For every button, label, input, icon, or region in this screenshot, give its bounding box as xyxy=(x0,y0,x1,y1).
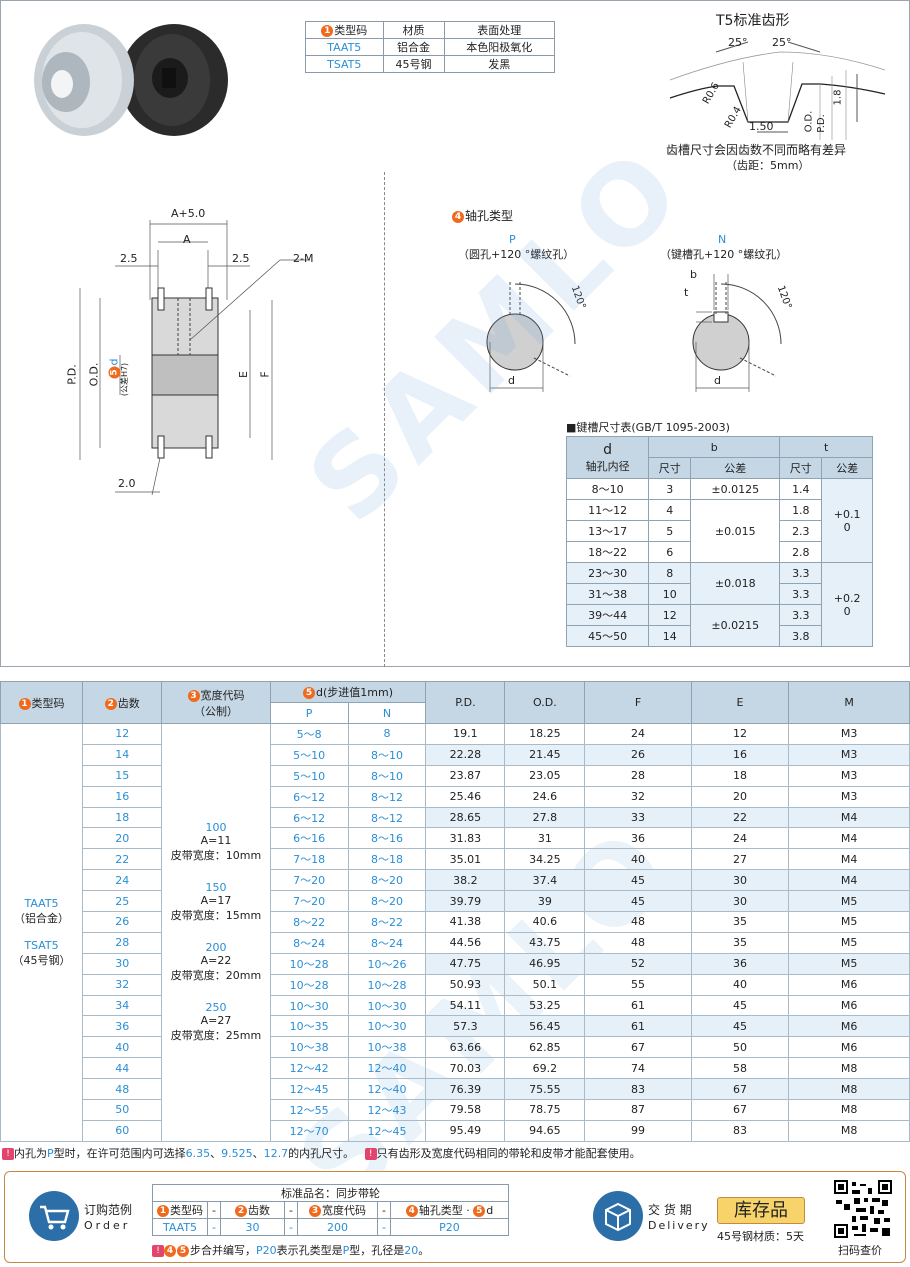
type-code-cell: TAAT5（铝合金）TSAT5（45号钢） xyxy=(0,723,84,1142)
bore-n-drawing xyxy=(692,274,782,392)
bore-p-drawing xyxy=(486,282,576,392)
col-material: 材质 xyxy=(382,21,445,39)
dim-right-2-5: 2.5 xyxy=(232,252,250,265)
qr-code-icon[interactable] xyxy=(834,1180,892,1238)
tooth-angle-left: 25° xyxy=(728,36,748,49)
bore-n-code: N xyxy=(718,233,727,246)
table-row: 45～50 14 3.8 xyxy=(565,625,873,647)
table-row: TSAT5 45号钢 发黑 xyxy=(305,55,555,73)
table-row: 31～38 10 3.3 xyxy=(565,583,873,605)
tooth-title: T5标准齿形 xyxy=(716,13,790,29)
order-title-en: Order xyxy=(84,1219,131,1232)
dim-left-2-5: 2.5 xyxy=(120,252,138,265)
bore-n-b: b xyxy=(690,268,697,281)
qr-label: 扫码查价 xyxy=(838,1244,882,1257)
tooth-pitch-note: （齿距：5mm） xyxy=(726,159,810,172)
tooth-od: O.D. xyxy=(803,110,815,133)
bore-n-d: d xyxy=(714,374,721,387)
table-row: 11～12 4 ±0.015 1.8 xyxy=(565,499,873,563)
col-surface: 表面处理 xyxy=(443,21,555,39)
tooth-note: 齿槽尺寸会因齿数不同而略有差异 xyxy=(666,143,847,157)
delivery-title-en: Delivery xyxy=(648,1219,710,1232)
table-row: TAAT5 铝合金 本色阳极氧化 xyxy=(305,38,555,56)
bore-p-code: P xyxy=(509,233,516,246)
keyway-title: ■键槽尺寸表(GB/T 1095-2003) xyxy=(566,421,730,434)
dim-e: E xyxy=(236,371,250,378)
pulley-photo xyxy=(34,24,228,136)
tooth-w150: 1.50 xyxy=(749,120,774,133)
order-title: 订购范例 xyxy=(84,1203,133,1217)
delivery-box-icon xyxy=(593,1191,643,1241)
cart-icon xyxy=(29,1191,79,1241)
bore-p-desc: （圆孔+120 °螺纹孔） xyxy=(458,248,575,261)
table-row: 18～22 6 2.8 xyxy=(565,541,873,563)
dim-a: A xyxy=(183,233,191,246)
delivery-note: 45号钢材质：5天 xyxy=(717,1230,804,1243)
dim-a-plus: A+5.0 xyxy=(171,207,206,220)
bore-n-t: t xyxy=(684,286,689,299)
callout-2m: 2-M xyxy=(293,252,314,265)
table-row: 13～17 5 2.3 xyxy=(565,520,873,542)
tooth-pd: P.D. xyxy=(815,114,827,133)
dim-od: O.D. xyxy=(87,362,101,387)
dim-f: F xyxy=(258,371,272,378)
bore-p-d: d xyxy=(508,374,515,387)
table-row: 39～44 12 ±0.0215 3.3 xyxy=(565,604,873,647)
dim-d-tolerance: (公差H7) xyxy=(120,362,130,397)
dim-2-0: 2.0 xyxy=(118,477,136,490)
bore-n-desc: （键槽孔+120 °螺纹孔） xyxy=(660,248,788,261)
delivery-title: 交 货 期 xyxy=(648,1203,692,1217)
footnote: !内孔为P型时，在许可范围内可选择6.35、9.525、12.7的内孔尺寸。 !… xyxy=(2,1145,641,1161)
tooth-h18: 1.8 xyxy=(832,89,844,106)
pulley-drawing xyxy=(79,220,310,496)
dim-pd: P.D. xyxy=(65,364,79,385)
stock-badge: 库存品 xyxy=(717,1197,805,1224)
divider xyxy=(384,172,385,667)
tooth-angle-right: 25° xyxy=(772,36,792,49)
tooth-profile-drawing xyxy=(669,41,886,140)
